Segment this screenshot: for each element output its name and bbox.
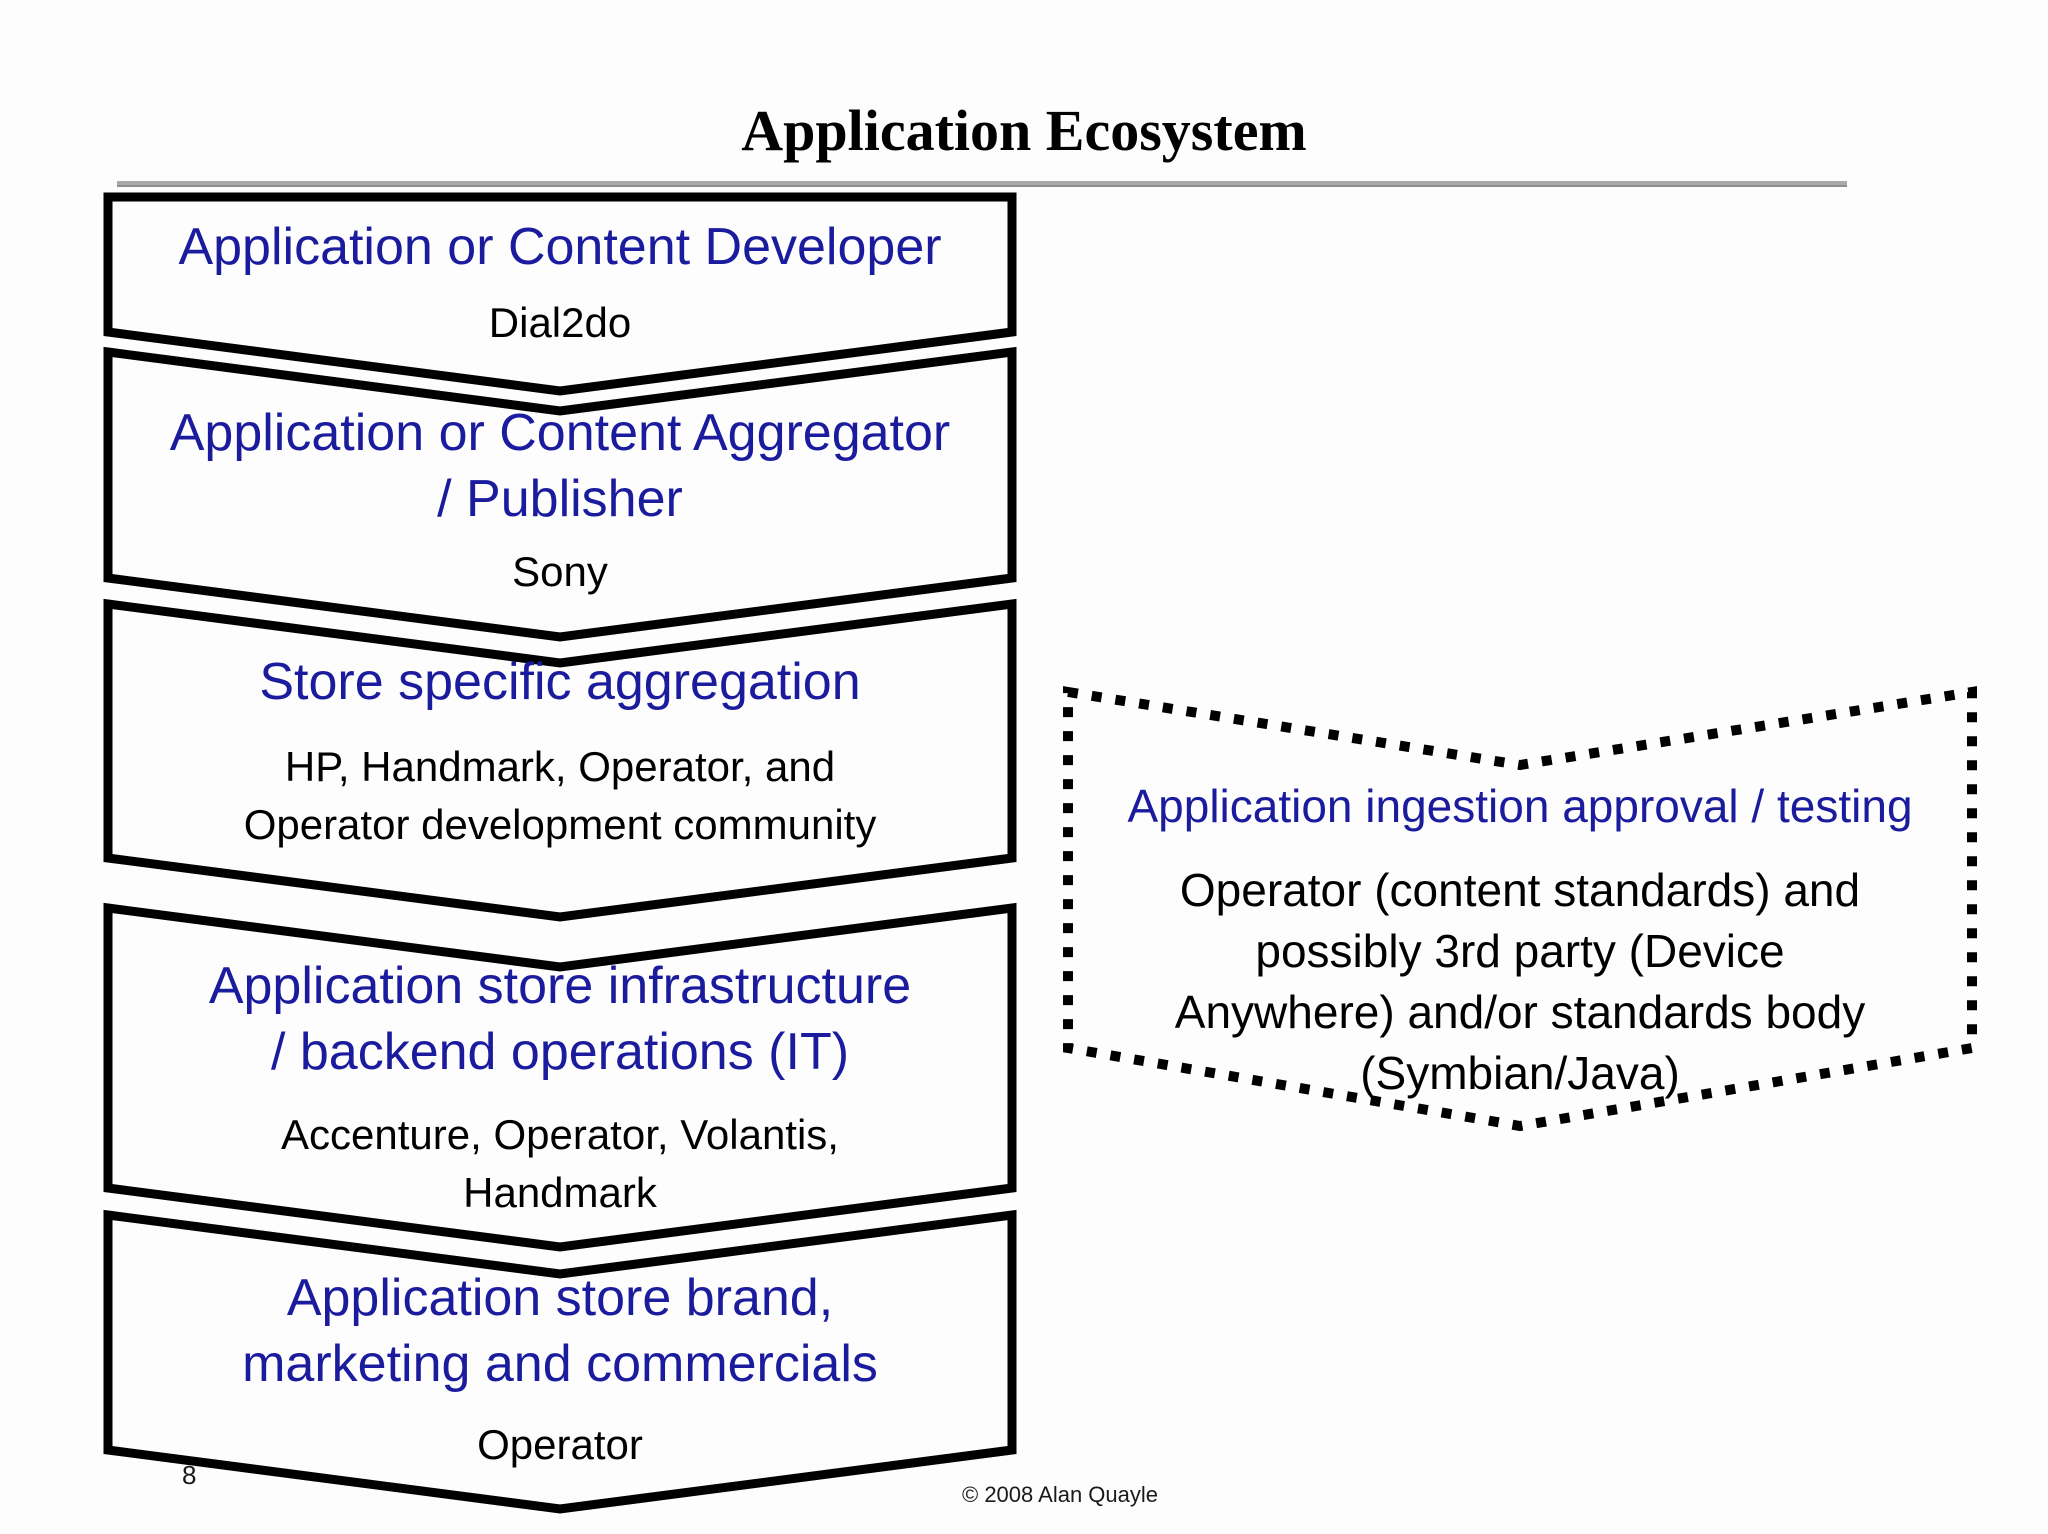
box-infrastructure-example-line: Accenture, Operator, Volantis, xyxy=(281,1111,839,1158)
box-ingestion-detail-line: Anywhere) and/or standards body xyxy=(1174,986,1866,1038)
box-infrastructure-examples: Accenture, Operator, Volantis, Handmark xyxy=(108,1106,1012,1222)
box-store-aggregation-examples: HP, Handmark, Operator, and Operator dev… xyxy=(108,738,1012,854)
box-ingestion-detail-line: Operator (content standards) and xyxy=(1179,864,1861,916)
box-ingestion-heading-line: Application ingestion approval / testing xyxy=(1127,780,1913,832)
box-brand-example-line: Operator xyxy=(477,1421,643,1468)
box-developer-heading-line: Application or Content Developer xyxy=(178,218,942,276)
title-underline xyxy=(117,181,1847,187)
chevron-box-store-aggregation-outline xyxy=(103,598,1017,922)
chevron-box-brand-outline xyxy=(103,1209,1017,1514)
page-number: 8 xyxy=(182,1460,197,1490)
box-brand-examples: Operator xyxy=(108,1416,1012,1474)
box-brand-heading-line: Application store brand, xyxy=(286,1269,834,1327)
box-infrastructure-heading-line: Application store infrastructure xyxy=(208,957,912,1015)
box-developer-example-line: Dial2do xyxy=(488,299,632,346)
box-ingestion-detail-line: possibly 3rd party (Device xyxy=(1255,925,1785,977)
box-aggregator-examples: Sony xyxy=(108,543,1012,601)
box-infrastructure-example-line: Handmark xyxy=(463,1169,657,1216)
box-developer-examples: Dial2do xyxy=(108,294,1012,352)
box-aggregator-example-line: Sony xyxy=(512,548,608,595)
box-store-aggregation-example-line: HP, Handmark, Operator, and xyxy=(284,743,836,790)
box-store-aggregation-heading: Store specific aggregation xyxy=(108,649,1012,715)
page-title: Application Ecosystem xyxy=(741,98,1307,163)
box-store-aggregation-example-line: Operator development community xyxy=(243,801,877,848)
box-brand-heading: Application store brand, marketing and c… xyxy=(108,1265,1012,1397)
chevron-box-aggregator-outline xyxy=(103,346,1017,642)
copyright-notice: © 2008 Alan Quayle xyxy=(962,1482,1159,1507)
box-brand-heading-line: marketing and commercials xyxy=(242,1335,878,1393)
box-aggregator-heading-line: Application or Content Aggregator xyxy=(169,404,951,462)
box-ingestion-heading: Application ingestion approval / testing xyxy=(1068,776,1972,836)
box-ingestion-detail: Operator (content standards) and possibl… xyxy=(1068,860,1972,1104)
chevron-box-infrastructure-outline xyxy=(103,902,1017,1252)
box-store-aggregation-heading-line: Store specific aggregation xyxy=(259,653,861,711)
chevron-box-developer-outline xyxy=(103,192,1017,396)
box-aggregator-heading-line: / Publisher xyxy=(437,470,683,528)
box-ingestion-detail-line: (Symbian/Java) xyxy=(1360,1047,1680,1099)
chevron-box-ingestion-dotted-outline xyxy=(1063,686,1977,1132)
box-infrastructure-heading-line: / backend operations (IT) xyxy=(270,1023,850,1081)
box-aggregator-heading: Application or Content Aggregator / Publ… xyxy=(108,400,1012,532)
box-developer-heading: Application or Content Developer xyxy=(108,214,1012,280)
box-infrastructure-heading: Application store infrastructure / backe… xyxy=(108,953,1012,1085)
